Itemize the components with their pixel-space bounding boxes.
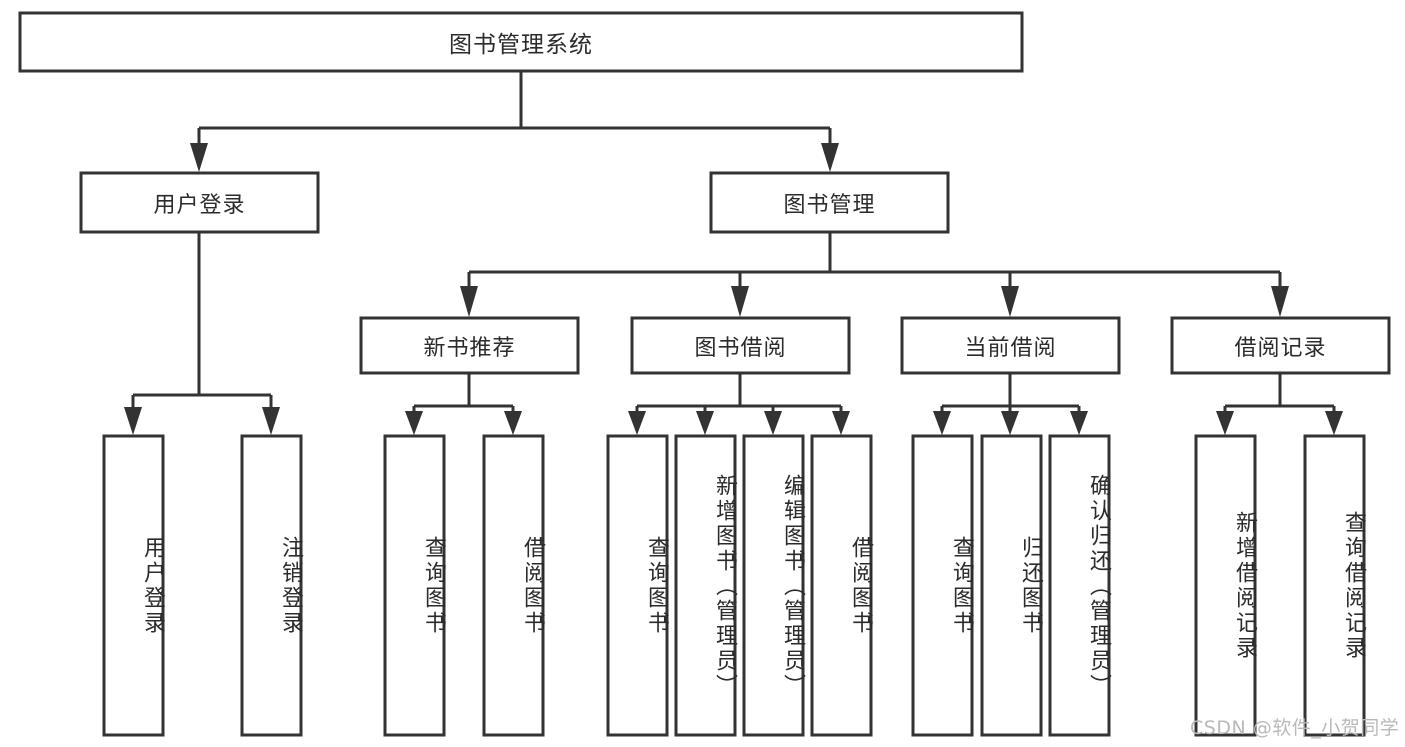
arrow-head-leaf-add-book [696, 411, 714, 435]
node-box-leaf-query-book-3[interactable] [911, 434, 974, 737]
node-box-leaf-borrow-book-1[interactable] [482, 434, 545, 737]
arrow-head-leaf-user-login [124, 407, 142, 435]
node-box-book-management[interactable] [709, 171, 950, 234]
node-box-leaf-add-book[interactable] [674, 434, 737, 737]
node-box-leaf-return-book[interactable] [980, 434, 1043, 737]
connector-book-borrow-to-leaves [628, 373, 850, 435]
node-box-new-book-recommend[interactable] [359, 316, 580, 375]
arrow-head-leaf-query-record [1325, 411, 1343, 435]
node-box-leaf-query-book-2[interactable] [606, 434, 669, 737]
node-box-book-borrow[interactable] [630, 316, 851, 375]
arrow-head-leaf-add-record [1216, 411, 1234, 435]
connector-current-borrow-to-leaves [933, 373, 1088, 435]
arrow-head-current-borrow [1001, 286, 1019, 317]
arrow-head-leaf-return-book [1001, 411, 1019, 435]
arrow-head-leaf-query-book-3 [933, 411, 951, 435]
arrow-head-leaf-query-book-1 [405, 411, 423, 435]
node-box-leaf-edit-book[interactable] [742, 434, 805, 737]
arrow-head-leaf-borrow-book-1 [504, 411, 522, 435]
node-box-leaf-query-record[interactable] [1303, 434, 1366, 737]
node-box-leaf-add-record[interactable] [1194, 434, 1257, 737]
node-box-leaf-user-login[interactable] [102, 434, 165, 737]
arrow-head-new-book-recommend [460, 286, 478, 317]
arrow-head-leaf-confirm-return [1070, 411, 1088, 435]
watermark-text: CSDN @软件_小贺同学 [1190, 717, 1400, 739]
node-box-root[interactable] [18, 11, 1024, 73]
arrow-head-user-login [190, 143, 208, 172]
arrow-head-leaf-logout [262, 407, 280, 435]
connector-borrow-records-to-leaves [1216, 373, 1343, 435]
connector-user-login-to-leaves [124, 232, 280, 435]
node-box-current-borrow[interactable] [900, 316, 1121, 375]
node-box-leaf-confirm-return[interactable] [1048, 434, 1111, 737]
arrow-head-leaf-edit-book [764, 411, 782, 435]
node-box-leaf-borrow-book-2[interactable] [810, 434, 873, 737]
arrow-head-book-borrow [731, 286, 749, 317]
node-box-leaf-query-book-1[interactable] [383, 434, 446, 737]
connector-new-book-recommend-to-leaves [405, 373, 522, 435]
arrow-head-book-management [821, 143, 839, 172]
connector-book-management-to-level3 [460, 232, 1289, 317]
arrow-head-borrow-records [1271, 286, 1289, 317]
arrow-head-leaf-query-book-2 [628, 411, 646, 435]
node-box-leaf-logout[interactable] [240, 434, 303, 737]
connector-root-to-level2 [190, 71, 839, 172]
node-box-borrow-records[interactable] [1170, 316, 1391, 375]
arrow-head-leaf-borrow-book-2 [832, 411, 850, 435]
node-box-user-login[interactable] [79, 171, 320, 234]
